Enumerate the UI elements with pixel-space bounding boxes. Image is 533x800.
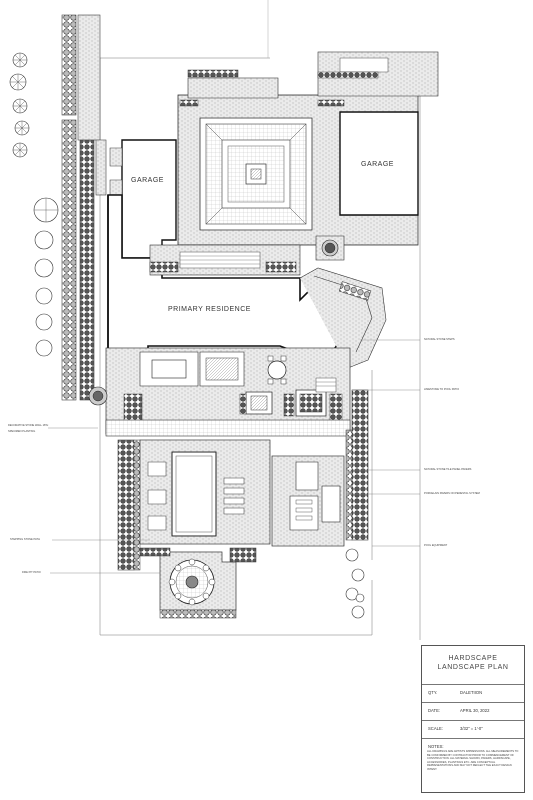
qty-label: QTY. <box>428 690 438 695</box>
right-garage-footprint <box>315 111 419 261</box>
left-tree-line <box>9 52 59 357</box>
callout-fire-pit-patio: FIRE PIT PATIO <box>22 571 41 574</box>
callout-natural-stone-steps: NATURAL STONE STEPS <box>424 338 455 341</box>
callout-pool-equipment: POOL EQUIPMENT <box>424 544 448 547</box>
garage-left-label: GARAGE <box>131 177 164 184</box>
plan-title: HARDSCAPE LANDSCAPE PLAN <box>422 654 524 672</box>
scale-value: 3/32" = 1'-0" <box>460 726 483 731</box>
primary-residence-label: PRIMARY RESIDENCE <box>168 306 251 313</box>
scale-label: SCALE: <box>428 726 443 731</box>
row-divider-2 <box>422 720 524 721</box>
rear-terrace <box>88 347 351 437</box>
callout-porcelain-pavers: PORCELAIN PAVERS ON PEDESTAL SYSTEM <box>424 492 480 495</box>
callout-stone-tile-pavers: NATURAL STONE TILE PANEL PAVERS <box>424 468 472 471</box>
date-label: DATE: <box>428 708 441 713</box>
title-block: HARDSCAPE LANDSCAPE PLAN QTY. DALETIION … <box>421 645 525 793</box>
property-line <box>99 0 421 640</box>
plan-title-line1: HARDSCAPE <box>448 655 498 662</box>
pool-area <box>139 439 345 547</box>
callout-limestone-patio: LIMESTONE TO POOL PATIO <box>424 388 460 391</box>
row-divider-1 <box>422 702 524 703</box>
callout-stepping-stone-path: STEPPING STONE PATH <box>10 538 40 541</box>
notes-text: ALL DRAWINGS ARE ARTISTS IMPRESSIONS. AL… <box>427 750 519 771</box>
garage-right-label: GARAGE <box>361 161 394 168</box>
right-planting <box>345 389 369 619</box>
left-hedges <box>61 14 141 571</box>
notes-label: NOTES: <box>428 744 444 749</box>
qty-value: DALETIION <box>460 690 483 695</box>
front-steps-terrace <box>149 244 387 369</box>
fire-pit-patio <box>139 547 257 619</box>
row-divider-3 <box>422 738 524 739</box>
title-divider <box>422 684 524 685</box>
date-value: APRIL 30, 2022 <box>460 708 490 713</box>
callout-decorative-wall: DECORATIVE STONE WALL 18"H <box>8 424 49 427</box>
callout-specimen-planting: SPECIMEN PLANTING <box>8 430 36 433</box>
plan-title-line2: LANDSCAPE PLAN <box>437 664 509 671</box>
leader-lines <box>48 339 420 574</box>
